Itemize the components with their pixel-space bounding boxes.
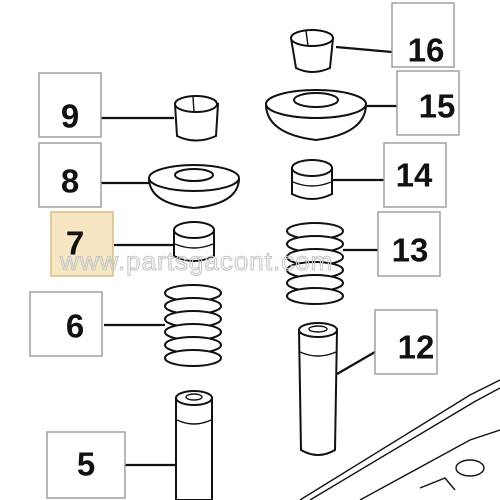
watermark-text: www.partsgacont.com [59, 246, 333, 276]
part-14-stem-seal [291, 159, 333, 200]
callout-5-number: 5 [77, 446, 95, 483]
callout-13-number: 13 [392, 232, 429, 269]
part-13-spring [286, 222, 344, 305]
part-16-collet [289, 29, 335, 73]
callout-12-number: 12 [398, 329, 435, 366]
callout-9[interactable]: 9 [38, 72, 102, 138]
callout-16-number: 16 [408, 32, 445, 69]
part-8-retainer [147, 164, 241, 210]
callout-8[interactable]: 8 [38, 142, 102, 208]
callout-7-number: 7 [66, 225, 84, 262]
leader-lines [97, 45, 397, 467]
callout-12[interactable]: 12 [374, 309, 438, 375]
callout-7[interactable]: 7 [50, 211, 114, 277]
part-7-stem-seal [173, 221, 215, 262]
part-15-retainer [264, 89, 368, 142]
callout-8-number: 8 [61, 163, 79, 200]
part-12-valve-guide [297, 322, 339, 456]
callout-14-number: 14 [396, 157, 433, 194]
part-6-spring [164, 284, 222, 367]
cylinder-head-outline [299, 379, 500, 500]
callout-14[interactable]: 14 [383, 142, 447, 208]
part-9-collet [173, 95, 220, 142]
callout-15-number: 15 [419, 88, 456, 125]
callout-9-number: 9 [61, 98, 79, 135]
part-5-valve-guide [175, 390, 213, 500]
callout-5[interactable]: 5 [46, 431, 126, 499]
callout-6[interactable]: 6 [29, 291, 103, 357]
callout-13[interactable]: 13 [377, 211, 441, 277]
callout-16[interactable]: 16 [391, 2, 455, 69]
callout-15[interactable]: 15 [396, 70, 460, 136]
callout-6-number: 6 [66, 308, 84, 345]
